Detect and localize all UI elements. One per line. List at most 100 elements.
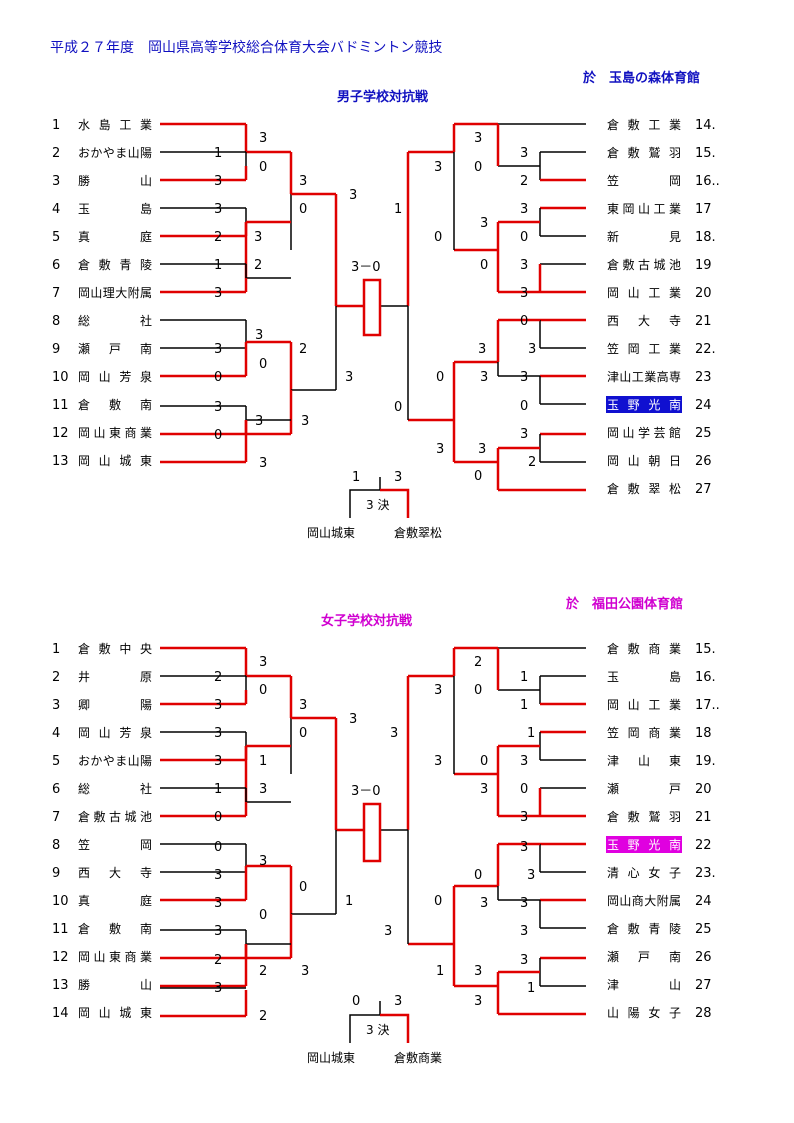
- match-score: 3: [214, 981, 222, 996]
- match-score: 0: [520, 399, 528, 414]
- match-score: 3: [255, 328, 263, 343]
- match-score: 3: [520, 146, 528, 161]
- right-team-name: 倉敷鷲羽: [607, 145, 681, 160]
- right-team-seed: 23: [695, 370, 712, 385]
- left-team-seed: 12: [52, 950, 69, 965]
- match-score: 3: [299, 698, 307, 713]
- match-score: 1: [394, 202, 402, 217]
- right-team-name: 山陽女子: [607, 1005, 681, 1020]
- left-team-seed: 10: [52, 370, 69, 385]
- men-final-score: 3－0: [351, 260, 381, 275]
- right-team-seed: 21: [695, 810, 712, 825]
- match-score: 3: [214, 286, 222, 301]
- match-score: 0: [520, 782, 528, 797]
- match-score: 1: [214, 258, 222, 273]
- match-score: 3: [528, 342, 536, 357]
- match-score: 0: [480, 754, 488, 769]
- right-team-seed: 18.: [695, 230, 716, 245]
- left-team-seed: 7: [52, 286, 60, 301]
- left-team-seed: 1: [52, 642, 60, 657]
- right-team-name: 倉敷翠松: [607, 481, 681, 496]
- match-score: 0: [436, 370, 444, 385]
- match-score: 3: [254, 230, 262, 245]
- left-team-seed: 14: [52, 1006, 69, 1021]
- match-score: 3: [480, 896, 488, 911]
- left-team-name: 倉敷青陵: [78, 257, 152, 272]
- match-score: 3: [474, 131, 482, 146]
- match-score: 3: [301, 414, 309, 429]
- right-team-seed: 26: [695, 950, 712, 965]
- left-team-name: 井原: [78, 670, 152, 684]
- match-score: 3: [255, 414, 263, 429]
- left-team-name: おかやま山陽: [78, 146, 152, 160]
- match-score: 2: [254, 258, 262, 273]
- match-score: 3: [214, 174, 222, 189]
- match-score: 3: [474, 964, 482, 979]
- right-team-name: 岡山商大附属: [607, 893, 681, 908]
- match-score: 1: [527, 726, 535, 741]
- right-team-seed: 25: [695, 922, 712, 937]
- women-final-score: 3－0: [351, 784, 381, 799]
- right-team-name: 玉島: [607, 669, 681, 684]
- match-score: 2: [214, 670, 222, 685]
- right-team-seed: 17: [695, 202, 712, 217]
- left-team-seed: 12: [52, 426, 69, 441]
- match-score: 3: [259, 782, 267, 797]
- match-score: 0: [474, 160, 482, 175]
- match-score: 3: [478, 442, 486, 457]
- match-score: 3: [520, 924, 528, 939]
- left-team-name: 真庭: [78, 893, 152, 908]
- match-score: 3: [214, 726, 222, 741]
- left-team-seed: 5: [52, 754, 60, 769]
- left-team-seed: 10: [52, 894, 69, 909]
- right-team-seed: 21: [695, 314, 712, 329]
- right-team-seed: 16..: [695, 174, 720, 189]
- men-title: 男子学校対抗戦: [337, 89, 429, 105]
- match-score: 1: [527, 981, 535, 996]
- match-score: 3: [478, 342, 486, 357]
- left-team-name: 岡山芳泉: [78, 726, 152, 740]
- match-score: 2: [474, 655, 482, 670]
- match-score: 0: [474, 683, 482, 698]
- match-score: 3: [214, 400, 222, 415]
- men-third-line-left: [349, 477, 381, 518]
- left-team-seed: 11: [52, 922, 69, 937]
- left-team-seed: 13: [52, 454, 69, 469]
- right-team-name: 笠岡工業: [607, 341, 681, 356]
- right-team-name: 清心女子: [607, 865, 681, 880]
- match-score: 3: [434, 160, 442, 175]
- right-team-seed: 14.: [695, 118, 716, 133]
- right-team-name: 瀬戸南: [607, 949, 681, 964]
- right-team-name: 岡山工業: [607, 698, 681, 712]
- left-team-name: 岡山芳泉: [78, 370, 152, 384]
- match-score: 3: [520, 286, 528, 301]
- left-team-seed: 6: [52, 258, 60, 273]
- match-score: 3: [436, 442, 444, 457]
- right-team-name: 津山: [607, 978, 681, 992]
- match-score: 3: [349, 712, 357, 727]
- match-score: 0: [520, 230, 528, 245]
- match-score: 0: [434, 894, 442, 909]
- men-third-place: 1 3 3 決 岡山城東 倉敷翠松: [307, 470, 442, 540]
- match-score: 3: [434, 683, 442, 698]
- left-team-name: 水島工業: [78, 117, 152, 132]
- left-team-seed: 3: [52, 174, 60, 189]
- right-team-seed: 27: [695, 482, 712, 497]
- right-team-name: 笠岡商業: [607, 725, 681, 740]
- men-third-score-right: 3: [394, 470, 402, 485]
- right-team-name: 新見: [607, 229, 681, 244]
- right-team-seed: 18: [695, 726, 712, 741]
- match-score: 3: [349, 188, 357, 203]
- match-score: 3: [214, 342, 222, 357]
- match-score: 2: [528, 455, 536, 470]
- match-score: 0: [299, 202, 307, 217]
- right-team-seed: 24: [695, 398, 712, 413]
- match-score: 3: [527, 868, 535, 883]
- right-team-name: 倉敷商業: [607, 641, 681, 656]
- match-score: 0: [259, 908, 267, 923]
- match-score: 3: [520, 258, 528, 273]
- left-team-seed: 11: [52, 398, 69, 413]
- right-team-name: 西大寺: [607, 314, 681, 328]
